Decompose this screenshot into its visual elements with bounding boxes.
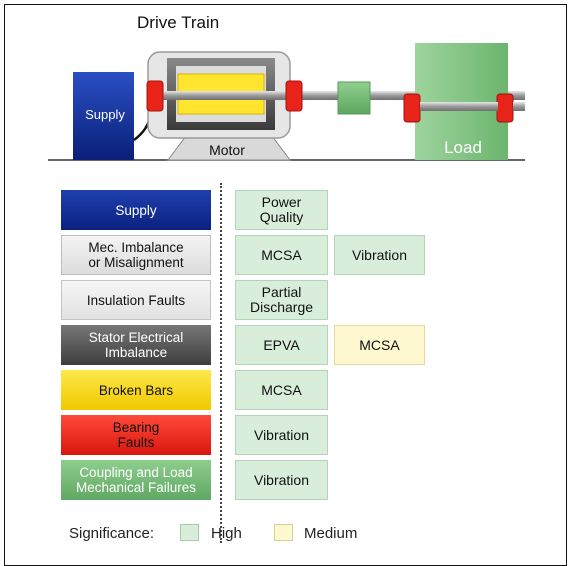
technique-vibration: Vibration xyxy=(235,460,328,500)
technique-epva: EPVA xyxy=(235,325,328,365)
load-shaft xyxy=(420,102,498,111)
load-shaft-end xyxy=(513,102,525,111)
bearing-right xyxy=(285,80,303,112)
drive-train-illustration xyxy=(48,43,525,161)
dotted-divider xyxy=(220,183,222,543)
fault-supply: Supply xyxy=(61,190,211,230)
load-bearing-left xyxy=(403,93,421,123)
legend-swatch-medium xyxy=(274,524,293,541)
legend-medium-label: Medium xyxy=(304,525,358,542)
coupling xyxy=(337,81,371,115)
fault-insulation: Insulation Faults xyxy=(61,280,211,320)
load-label: Load xyxy=(444,138,482,157)
technique-mcsa-medium: MCSA xyxy=(334,325,425,365)
diagram-title: Drive Train xyxy=(137,13,220,32)
load-box xyxy=(415,43,508,160)
bearing-left xyxy=(146,80,164,112)
legend-high-label: High xyxy=(211,525,242,542)
supply-label: Supply xyxy=(85,107,125,122)
technique-mcsa: MCSA xyxy=(235,235,328,275)
load-bearing-right xyxy=(496,93,514,123)
technique-vibration: Vibration xyxy=(235,415,328,455)
legend-swatch-high xyxy=(180,524,199,541)
technique-vibration: Vibration xyxy=(334,235,425,275)
fault-broken-bars: Broken Bars xyxy=(61,370,211,410)
supply-box xyxy=(73,72,134,160)
motor-label: Motor xyxy=(209,142,245,158)
legend-label: Significance: xyxy=(69,525,155,542)
technique-mcsa: MCSA xyxy=(235,370,328,410)
